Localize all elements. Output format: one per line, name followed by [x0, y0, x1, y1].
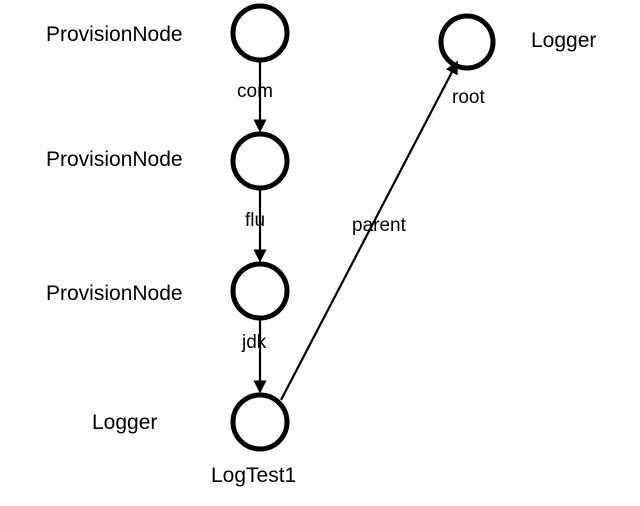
edge-label-com: com: [237, 81, 273, 102]
edge-label-parent: parent: [352, 215, 406, 236]
edge-label-root: root: [452, 87, 485, 108]
node-provisionnode-flu[interactable]: [230, 131, 290, 191]
node-logger-logtest1[interactable]: [230, 392, 290, 452]
node-name-logtest1: LogTest1: [211, 464, 297, 487]
node-provisionnode-com[interactable]: [230, 3, 290, 63]
node-provisionnode-jdk[interactable]: [230, 261, 290, 321]
node-label-provisionnode-3: ProvisionNode: [46, 282, 183, 305]
edge-label-jdk: jdk: [242, 332, 267, 353]
node-label-provisionnode-2: ProvisionNode: [46, 148, 183, 171]
edge-parent-root: [280, 60, 458, 401]
node-label-logger-root: Logger: [531, 29, 597, 52]
node-logger-root[interactable]: [438, 13, 496, 71]
edge-label-flu: flu: [245, 210, 266, 231]
node-label-logger-logtest1: Logger: [92, 411, 158, 434]
node-label-provisionnode-1: ProvisionNode: [46, 23, 183, 46]
